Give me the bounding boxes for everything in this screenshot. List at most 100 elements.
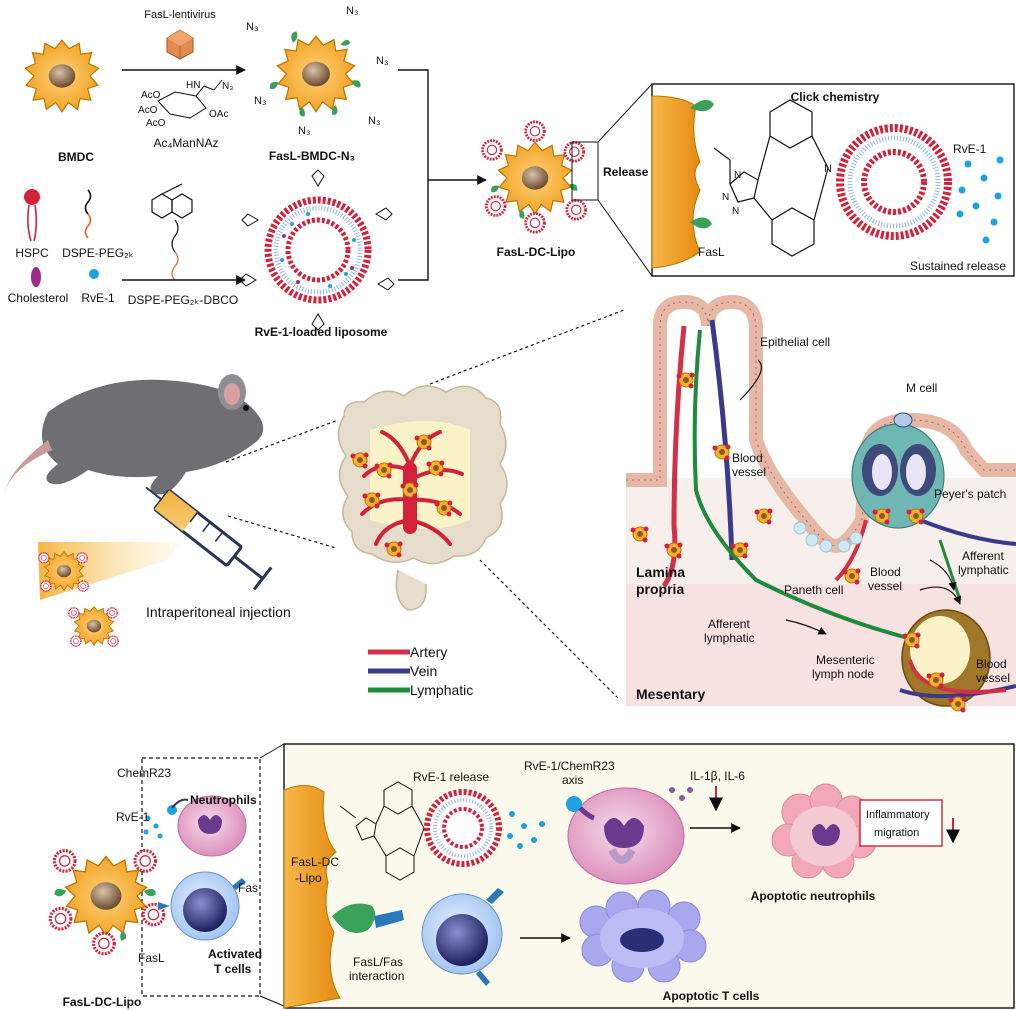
svg-text:FasL-DC: FasL-DC bbox=[291, 855, 339, 869]
dbco-molecule bbox=[151, 183, 193, 281]
rve1-dot-icon bbox=[89, 269, 99, 279]
ac4-label: Ac₄ManNAz bbox=[154, 136, 219, 150]
svg-text:OAc: OAc bbox=[209, 109, 228, 120]
svg-text:FasL: FasL bbox=[698, 245, 725, 259]
legend-vein: Vein bbox=[410, 663, 437, 679]
svg-text:N₃: N₃ bbox=[222, 81, 233, 92]
rve1-bottom-label: RvE-1 bbox=[116, 810, 150, 824]
svg-text:N: N bbox=[734, 170, 741, 181]
fasl-dc-lipo-cell bbox=[481, 120, 587, 234]
dspe-peg-label: DSPE-PEG₂ₖ bbox=[62, 246, 134, 260]
svg-text:interaction: interaction bbox=[349, 969, 404, 983]
epithelial-label: Epithelial cell bbox=[760, 335, 830, 349]
svg-text:Blood: Blood bbox=[976, 657, 1007, 671]
apoptotic-neutrophils-label: Apoptotic neutrophils bbox=[751, 889, 876, 903]
injected-cells bbox=[38, 551, 119, 647]
svg-text:vessel: vessel bbox=[976, 671, 1010, 685]
fasl-bmdc-n3-cell bbox=[269, 31, 361, 117]
svg-text:N: N bbox=[732, 206, 739, 217]
ac4mannaz-structure bbox=[157, 79, 223, 119]
svg-text:T cells: T cells bbox=[214, 962, 252, 976]
chemr23-label: ChemR23 bbox=[117, 766, 171, 780]
svg-text:AcO: AcO bbox=[141, 90, 161, 101]
svg-text:N: N bbox=[824, 163, 832, 175]
svg-text:vessel: vessel bbox=[868, 579, 902, 593]
release-label: Release bbox=[603, 165, 649, 179]
svg-text:migration: migration bbox=[874, 827, 919, 839]
svg-text:N₃: N₃ bbox=[376, 55, 388, 67]
svg-text:N: N bbox=[722, 192, 729, 203]
svg-text:AcO: AcO bbox=[138, 105, 158, 116]
injection-label: Intraperitoneal injection bbox=[146, 604, 291, 620]
svg-text:Afferent: Afferent bbox=[708, 617, 750, 631]
svg-text:N₃: N₃ bbox=[246, 21, 258, 33]
zoom-dashed-box bbox=[141, 757, 261, 997]
paneth-label: Paneth cell bbox=[784, 583, 843, 597]
svg-text:N₃: N₃ bbox=[298, 125, 310, 137]
svg-text:N₃: N₃ bbox=[368, 115, 380, 127]
dbco-label: DSPE-PEG₂ₖ-DBCO bbox=[128, 293, 238, 307]
rve1-release-label: RvE-1 release bbox=[413, 770, 489, 784]
svg-text:Click chemistry: Click chemistry bbox=[791, 90, 880, 104]
intestine-illustration bbox=[337, 385, 508, 611]
vessel-legend: Artery Vein Lymphatic bbox=[368, 644, 473, 698]
svg-text:FasL/Fas: FasL/Fas bbox=[353, 955, 403, 969]
svg-text:lymphatic: lymphatic bbox=[958, 563, 1009, 577]
fasl-bottom-label: FasL bbox=[138, 951, 165, 965]
lentivirus-label: FasL-lentivirus bbox=[144, 9, 216, 21]
bottom-dc-lipo-cell bbox=[48, 849, 166, 956]
cholesterol-icon bbox=[31, 267, 41, 287]
t-cell-small bbox=[158, 871, 246, 941]
mechanism-panel bbox=[283, 743, 1015, 1009]
mouse-illustration bbox=[4, 374, 264, 496]
lentivirus-icon bbox=[166, 29, 194, 60]
svg-text:lymph node: lymph node bbox=[812, 667, 874, 681]
svg-text:RvE-1: RvE-1 bbox=[953, 142, 987, 156]
svg-text:Lamina: Lamina bbox=[636, 564, 685, 580]
peyers-patch-label: Peyer's patch bbox=[934, 487, 1006, 501]
svg-text:Blood: Blood bbox=[870, 565, 901, 579]
legend-lymphatic: Lymphatic bbox=[410, 682, 473, 698]
svg-text:Inflammatory: Inflammatory bbox=[866, 809, 930, 821]
merge-bracket bbox=[398, 69, 486, 281]
hspc-icon bbox=[24, 189, 40, 242]
svg-text:propria: propria bbox=[636, 581, 684, 597]
bmdc-cell bbox=[24, 39, 100, 113]
svg-text:N₃: N₃ bbox=[254, 95, 266, 107]
dspe-peg-icon bbox=[84, 189, 92, 239]
apoptotic-t-label: Apoptotic T cells bbox=[663, 989, 760, 1003]
villus-tissue-panel bbox=[626, 294, 1016, 713]
legend-artery: Artery bbox=[410, 644, 447, 660]
svg-text:Sustained release: Sustained release bbox=[910, 259, 1006, 273]
m-cell-label: M cell bbox=[906, 381, 937, 395]
azide-labels: N₃ N₃ N₃ N₃ N₃ N₃ bbox=[246, 5, 388, 137]
click-chemistry-panel: Click chemistry N N N N RvE-1 FasL Susta… bbox=[651, 83, 1015, 277]
fasl-bmdc-n3-label: FasL-BMDC-N₃ bbox=[269, 149, 355, 163]
dc-lipo-bottom-label: FasL-DC-Lipo bbox=[63, 995, 142, 1009]
svg-text:-Lipo: -Lipo bbox=[295, 871, 322, 885]
svg-text:RvE-1/ChemR23: RvE-1/ChemR23 bbox=[524, 759, 615, 773]
svg-text:Mesenteric: Mesenteric bbox=[816, 653, 875, 667]
rve1-liposome bbox=[239, 169, 395, 331]
bmdc-label: BMDC bbox=[58, 150, 94, 164]
mesentary-label: Mesentary bbox=[636, 686, 705, 702]
svg-text:lymphatic: lymphatic bbox=[704, 631, 755, 645]
cholesterol-label: Cholesterol bbox=[8, 291, 69, 305]
release-zoom-box bbox=[571, 141, 599, 201]
dc-lipo-label: FasL-DC-Lipo bbox=[497, 245, 576, 259]
svg-text:Afferent: Afferent bbox=[962, 549, 1004, 563]
cytokines-label: IL-1β, IL-6 bbox=[690, 769, 745, 783]
hspc-label: HSPC bbox=[15, 246, 49, 260]
svg-text:AcO: AcO bbox=[146, 118, 166, 129]
neutrophils-label: Neutrophils bbox=[190, 793, 257, 807]
rve1-label: RvE-1 bbox=[81, 291, 115, 305]
neutrophil-small bbox=[177, 795, 247, 857]
svg-text:HN: HN bbox=[186, 80, 200, 91]
fas-label: Fas bbox=[238, 881, 258, 895]
svg-text:Activated: Activated bbox=[208, 947, 262, 961]
svg-text:vessel: vessel bbox=[732, 465, 766, 479]
svg-text:N₃: N₃ bbox=[346, 5, 358, 17]
liposome-label: RvE-1-loaded liposome bbox=[255, 325, 388, 339]
svg-text:Blood: Blood bbox=[732, 451, 763, 465]
